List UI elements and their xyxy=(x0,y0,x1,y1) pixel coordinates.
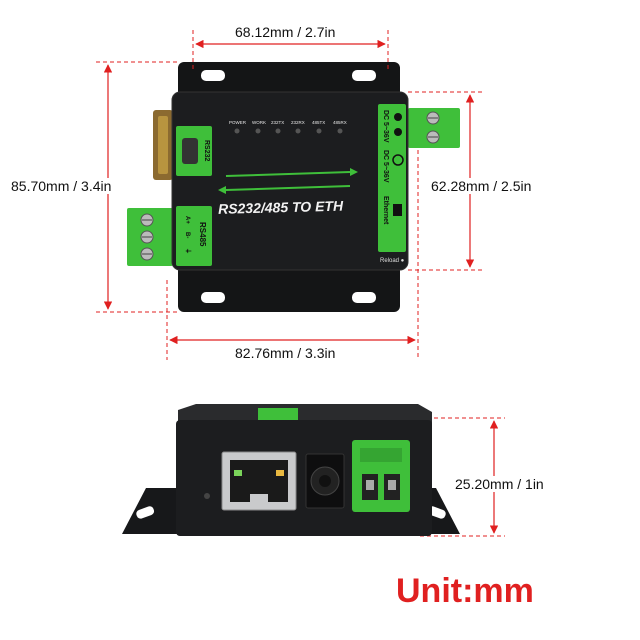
device-side-view xyxy=(122,404,460,536)
led-label-power: POWER xyxy=(229,120,247,125)
rs485-pin-a: A+ xyxy=(184,216,190,224)
led-232rx xyxy=(295,128,301,134)
side-ethernet-port xyxy=(221,451,297,511)
device-title: RS232/485 TO ETH xyxy=(218,198,344,217)
reload-label: Reload ● xyxy=(380,258,405,264)
led-work xyxy=(255,128,261,134)
unit-label: Unit:mm xyxy=(396,572,534,610)
led-label-232tx: 232TX xyxy=(271,120,284,125)
side-dc-jack xyxy=(305,453,345,509)
rs485-terminal-block xyxy=(127,208,173,266)
power-ethernet-panel: DC 5~36V DC 5~36V Ethernet xyxy=(378,104,406,252)
led-485rx xyxy=(337,128,343,134)
rs232-label: RS232 xyxy=(203,140,210,162)
power-label-2: DC 5~36V xyxy=(382,150,389,183)
left-height-label: 85.70mm / 3.4in xyxy=(8,178,115,194)
ethernet-label: Ethernet xyxy=(382,196,389,225)
led-row: POWER WORK 232TX 232RX 485TX 485RX xyxy=(229,120,347,134)
led-power xyxy=(234,128,240,134)
power-label: DC 5~36V xyxy=(382,110,389,143)
led-label-232rx: 232RX xyxy=(291,120,305,125)
db9-connector xyxy=(153,110,173,180)
led-label-485rx: 485RX xyxy=(333,120,347,125)
plus-terminal-icon xyxy=(394,113,402,121)
side-reset-hole xyxy=(204,493,210,499)
led-485tx xyxy=(316,128,322,134)
right-height-label: 62.28mm / 2.5in xyxy=(428,178,535,194)
rs232-panel: RS232 xyxy=(176,126,212,176)
top-width-label: 68.12mm / 2.7in xyxy=(232,24,339,40)
device-title-group: RS232/485 TO ETH xyxy=(218,168,358,217)
device-body xyxy=(171,91,409,271)
side-height-label: 25.20mm / 1in xyxy=(452,476,547,492)
dc-jack-icon xyxy=(392,154,404,166)
rs485-panel: A+ B- ⏚ RS485 xyxy=(176,206,212,266)
minus-terminal-icon xyxy=(394,128,402,136)
rs485-pin-b: B- xyxy=(184,232,190,238)
bottom-width-label: 82.76mm / 3.3in xyxy=(232,345,339,361)
led-label-work: WORK xyxy=(252,120,266,125)
device-top-view: POWER WORK 232TX 232RX 485TX 485RX RS232… xyxy=(127,62,460,312)
power-terminal-block xyxy=(408,108,460,148)
ethernet-port-icon xyxy=(393,204,402,216)
led-232tx xyxy=(275,128,281,134)
rs485-label: RS485 xyxy=(198,222,207,247)
led-label-485tx: 485TX xyxy=(312,120,325,125)
rs485-pin-gnd: ⏚ xyxy=(184,248,191,254)
side-terminal-block xyxy=(352,440,410,512)
